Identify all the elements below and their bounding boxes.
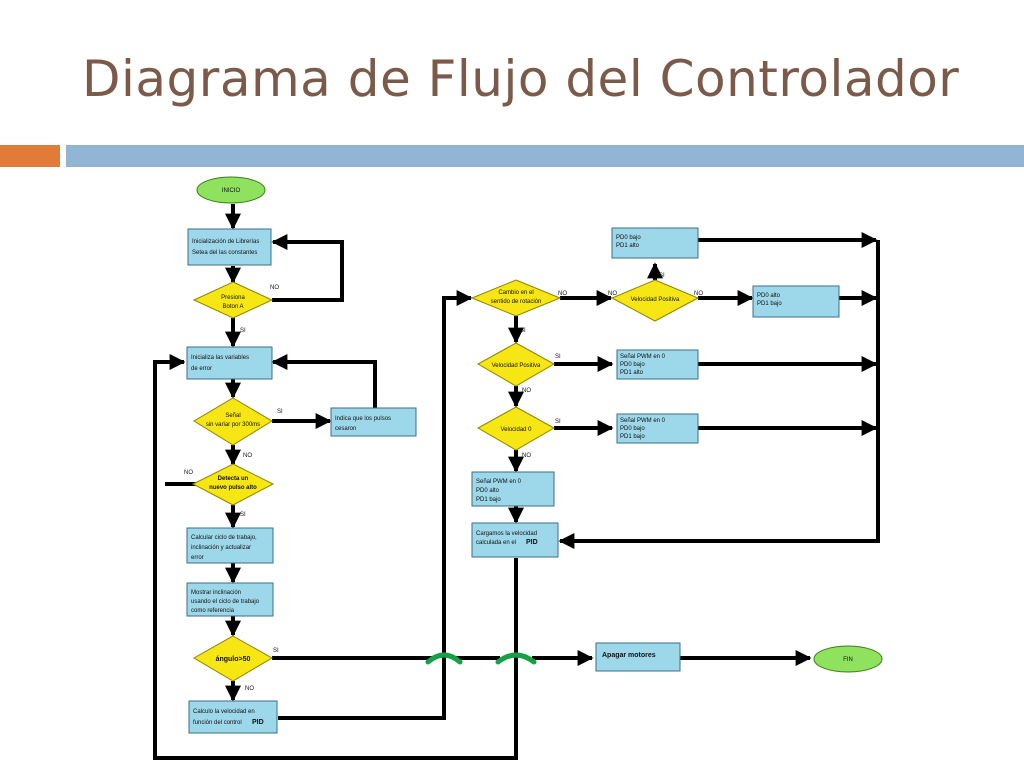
- process-pwm-3: Señal PWM en 0 PD0 alto PD1 bajo: [471, 471, 555, 507]
- process-init-libs: Inicialización de Librerías Setea del la…: [187, 228, 272, 266]
- label-senal-no: NO: [243, 453, 252, 459]
- svg-text:Indica que los pulsos: Indica que los pulsos: [335, 416, 391, 422]
- decision-velocidad-positiva-top: Velocidad Positiva: [610, 279, 700, 322]
- svg-text:PD1 alto: PD1 alto: [620, 370, 644, 376]
- svg-text:PD0 alto: PD0 alto: [476, 488, 500, 494]
- process-init-vars: Inicializa las variables de error: [186, 346, 273, 380]
- process-cargamos-velocidad: Cargamos la velocidad calculada en el PI…: [471, 522, 559, 558]
- decision-boton-a: Presiona Boton A: [192, 281, 274, 319]
- svg-text:PD1 bajo: PD1 bajo: [757, 301, 782, 307]
- label-angulo-no: NO: [245, 686, 254, 692]
- decision-angulo: ángulo>50: [192, 635, 274, 682]
- svg-text:Apagar motores: Apagar motores: [602, 652, 656, 659]
- end-terminal: FIN: [813, 645, 883, 673]
- svg-text:PD0 bajo: PD0 bajo: [620, 426, 645, 432]
- process-calc-ciclo: Calcular ciclo de trabajo, inclinación y…: [186, 527, 274, 564]
- label-senal-si: SI: [277, 409, 283, 415]
- svg-text:Boton A: Boton A: [222, 304, 243, 310]
- svg-text:calculada en el: calculada en el: [476, 540, 516, 546]
- svg-text:Velocidad 0: Velocidad 0: [500, 427, 532, 433]
- label-velpostop-si: SI: [659, 273, 665, 279]
- svg-text:sin variar por 300ms: sin variar por 300ms: [206, 422, 260, 428]
- process-pd-top: PD0 bajo PD1 alto: [611, 227, 699, 259]
- decision-senal: Señal sin variar por 300ms: [193, 397, 273, 446]
- svg-text:Cambio en el: Cambio en el: [498, 290, 533, 296]
- label-vel0-si: SI: [555, 419, 561, 425]
- svg-text:Velocidad Positiva: Velocidad Positiva: [631, 297, 680, 303]
- svg-text:PD1 bajo: PD1 bajo: [476, 497, 501, 503]
- svg-text:como referencia: como referencia: [191, 608, 235, 614]
- svg-text:error: error: [191, 555, 204, 561]
- svg-text:PD1 bajo: PD1 bajo: [620, 434, 645, 440]
- svg-text:Setea del las constantes: Setea del las constantes: [192, 250, 257, 256]
- process-pd-right: PD0 alto PD1 bajo: [752, 285, 840, 318]
- svg-text:PD0 alto: PD0 alto: [757, 293, 781, 299]
- arrow-boton-no-loop: [271, 234, 344, 302]
- svg-text:inclinación y actualizar: inclinación y actualizar: [191, 545, 251, 551]
- svg-text:Señal: Señal: [225, 413, 240, 419]
- process-pwm-2: Señal PWM en 0 PD0 bajo PD1 bajo: [616, 413, 699, 444]
- label-boton-no: NO: [270, 285, 279, 291]
- svg-text:Calcular ciclo de trabajo,: Calcular ciclo de trabajo,: [191, 535, 257, 541]
- decision-cambio-rotacion: Cambio en el sentido de rotación: [470, 279, 562, 317]
- arrow-pulsos-back: [271, 354, 377, 408]
- arrow-main-loop: [153, 354, 518, 760]
- decision-nuevo-pulso: Detecta un nuevo pulso alto: [191, 463, 275, 506]
- svg-text:ángulo>50: ángulo>50: [216, 656, 251, 663]
- title-accent-bar-orange: [0, 145, 60, 167]
- svg-text:Presiona: Presiona: [221, 295, 245, 301]
- svg-text:función del control: función del control: [193, 720, 242, 726]
- svg-text:Señal PWM en 0: Señal PWM en 0: [620, 354, 666, 360]
- label-pulso-no: NO: [184, 470, 193, 476]
- process-apagar-motores: Apagar motores: [595, 642, 681, 672]
- svg-text:PD0 bajo: PD0 bajo: [620, 362, 645, 368]
- slide-title: Diagrama de Flujo del Controlador: [82, 50, 960, 108]
- svg-text:Velocidad Positiva: Velocidad Positiva: [492, 363, 541, 369]
- process-mostrar-inclinacion: Mostrar inclinación usando el ciclo de t…: [186, 582, 274, 617]
- svg-text:Señal PWM en 0: Señal PWM en 0: [476, 479, 522, 485]
- process-calc-velocidad: Calculo la velocidad en función del cont…: [188, 700, 278, 734]
- svg-text:de error: de error: [191, 366, 212, 372]
- svg-text:PD0 bajo: PD0 bajo: [616, 235, 641, 241]
- svg-text:Inicialización de Librerías: Inicialización de Librerías: [192, 239, 259, 245]
- title-accent-bar-blue: [66, 145, 1024, 167]
- svg-text:nuevo pulso alto: nuevo pulso alto: [209, 485, 257, 491]
- process-pwm-1: Señal PWM en 0 PD0 bajo PD1 alto: [616, 349, 699, 380]
- start-terminal: INICIO: [196, 176, 266, 204]
- label-velpostop-no-left: NO: [608, 291, 617, 297]
- label-cambio-si: SI: [520, 328, 526, 334]
- crossover-arc-left: [425, 652, 463, 665]
- svg-text:PID: PID: [526, 539, 538, 546]
- svg-text:Señal PWM en 0: Señal PWM en 0: [620, 418, 666, 424]
- svg-text:Calculo la velocidad en: Calculo la velocidad en: [193, 709, 255, 715]
- svg-text:Mostrar inclinación: Mostrar inclinación: [191, 590, 241, 596]
- label-velpos-no: NO: [522, 388, 531, 394]
- label-velpos-si: SI: [555, 354, 561, 360]
- label-vel0-no: NO: [522, 453, 531, 459]
- svg-text:sentido de rotación: sentido de rotación: [491, 299, 542, 305]
- crossover-arc-right: [495, 652, 537, 665]
- svg-text:usando el ciclo de trabajo: usando el ciclo de trabajo: [191, 599, 260, 605]
- arrow-right-bus-to-cargamos: [558, 240, 880, 549]
- label-velpostop-no: NO: [694, 291, 703, 297]
- svg-text:cesaron: cesaron: [335, 426, 356, 432]
- svg-text:PD1 alto: PD1 alto: [616, 243, 640, 249]
- label-pulso-si: SI: [240, 512, 246, 518]
- svg-text:Detecta un: Detecta un: [218, 476, 249, 482]
- connectors: [153, 204, 880, 760]
- arrow-calcvel-to-cambio: [278, 290, 473, 720]
- label-angulo-si: SI: [273, 648, 279, 654]
- decision-velocidad-0: Velocidad 0: [476, 406, 556, 451]
- svg-text:PID: PID: [252, 719, 264, 726]
- process-pulsos-cesaron: Indica que los pulsos cesaron: [330, 407, 417, 437]
- decision-velocidad-positiva: Velocidad Positiva: [476, 342, 556, 387]
- svg-text:INICIO: INICIO: [222, 188, 241, 194]
- svg-text:Inicializa las variables: Inicializa las variables: [191, 355, 249, 361]
- label-boton-si: SI: [240, 328, 246, 334]
- svg-text:Cargamos la velocidad: Cargamos la velocidad: [476, 531, 537, 537]
- svg-text:FIN: FIN: [843, 657, 853, 663]
- label-cambio-no: NO: [558, 291, 567, 297]
